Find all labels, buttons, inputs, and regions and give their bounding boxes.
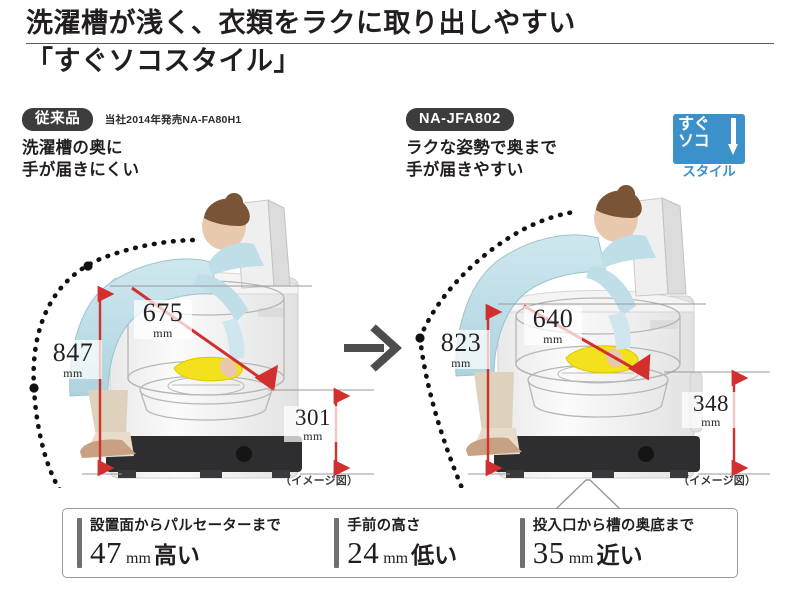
summary-connector-line bbox=[556, 479, 620, 510]
illustration-svg-right bbox=[415, 185, 770, 491]
posture-dotted-curve-left bbox=[31, 237, 201, 493]
logo-line-2: ソコ bbox=[678, 133, 710, 151]
comparison-panel-new: NA-JFA802 ラクな姿勢で奥まで 手が届きやすい bbox=[406, 108, 788, 491]
summary-word: 高い bbox=[153, 543, 200, 569]
summary-unit: mm bbox=[126, 550, 151, 568]
measurement-reach-right: 640 mm bbox=[524, 306, 582, 345]
image-note-right: （イメージ図） bbox=[678, 475, 757, 487]
page-title: 洗濯槽が浅く、衣類をラクに取り出しやすい 「すぐソコスタイル」 bbox=[26, 6, 774, 79]
illustration-new: 823 mm 640 mm 348 mm （イメージ図） bbox=[406, 182, 788, 491]
measure-arrow-height-left bbox=[82, 285, 312, 477]
summary-number: 24 bbox=[347, 535, 380, 571]
accent-bar bbox=[77, 517, 82, 569]
measurement-depth-right: 348 mm bbox=[682, 392, 740, 428]
product-model-note-conventional: 当社2014年発売NA-FA80H1 bbox=[104, 114, 242, 127]
illustration-conventional: 847 mm 675 mm 301 mm （イメージ図） bbox=[22, 182, 404, 493]
logo-text-block: すぐ ソコ bbox=[678, 116, 710, 151]
measurement-depth-left: 301 mm bbox=[284, 406, 342, 442]
panel-header-left: 従来品 当社2014年発売NA-FA80H1 bbox=[22, 108, 404, 132]
summary-number: 47 bbox=[90, 535, 122, 571]
title-line-2: 「すぐソコスタイル」 bbox=[26, 45, 301, 76]
posture-dot-hip-right bbox=[415, 333, 425, 343]
logo-line-1: すぐ bbox=[678, 116, 710, 133]
measurement-reach-left: 675 mm bbox=[134, 300, 192, 339]
logo-square: すぐ ソコ bbox=[673, 114, 745, 164]
panel-description-new: ラクな姿勢で奥まで 手が届きやすい bbox=[406, 139, 558, 180]
summary-word: 低い bbox=[411, 543, 458, 569]
measurement-height-right: 823 mm bbox=[432, 330, 490, 369]
down-arrow-icon bbox=[728, 118, 738, 160]
logo-caption: スタイル bbox=[682, 164, 736, 179]
accent-bar bbox=[334, 517, 340, 569]
posture-dot-back-left bbox=[83, 261, 93, 271]
product-badge-new: NA-JFA802 bbox=[406, 108, 514, 132]
summary-unit: mm bbox=[568, 550, 594, 568]
accent-bar bbox=[519, 517, 525, 569]
summary-label: 設置面からパルセーターまで bbox=[90, 517, 282, 534]
image-note-left: （イメージ図） bbox=[280, 475, 359, 487]
right-arrow-icon bbox=[340, 322, 402, 374]
title-line-1: 洗濯槽が浅く、衣類をラクに取り出しやすい bbox=[26, 6, 774, 44]
summary-label: 手前の高さ bbox=[347, 517, 421, 534]
posture-dot-hip-left bbox=[29, 383, 39, 393]
measurement-height-left: 847 mm bbox=[44, 340, 102, 379]
posture-dotted-curve-right bbox=[417, 209, 577, 491]
summary-number: 35 bbox=[532, 535, 565, 571]
comparison-panel-conventional: 従来品 当社2014年発売NA-FA80H1 洗濯槽の奥に 手が届きにくい bbox=[22, 108, 404, 493]
sugu-soko-style-logo: すぐ ソコ スタイル bbox=[673, 114, 745, 180]
summary-unit: mm bbox=[383, 550, 409, 568]
panel-header-right: NA-JFA802 bbox=[406, 108, 788, 132]
panel-description-conventional: 洗濯槽の奥に 手が届きにくい bbox=[22, 139, 140, 180]
summary-label: 投入口から槽の奥底まで bbox=[532, 517, 695, 534]
summary-word: 近い bbox=[596, 543, 643, 569]
product-badge-conventional: 従来品 bbox=[22, 108, 94, 132]
